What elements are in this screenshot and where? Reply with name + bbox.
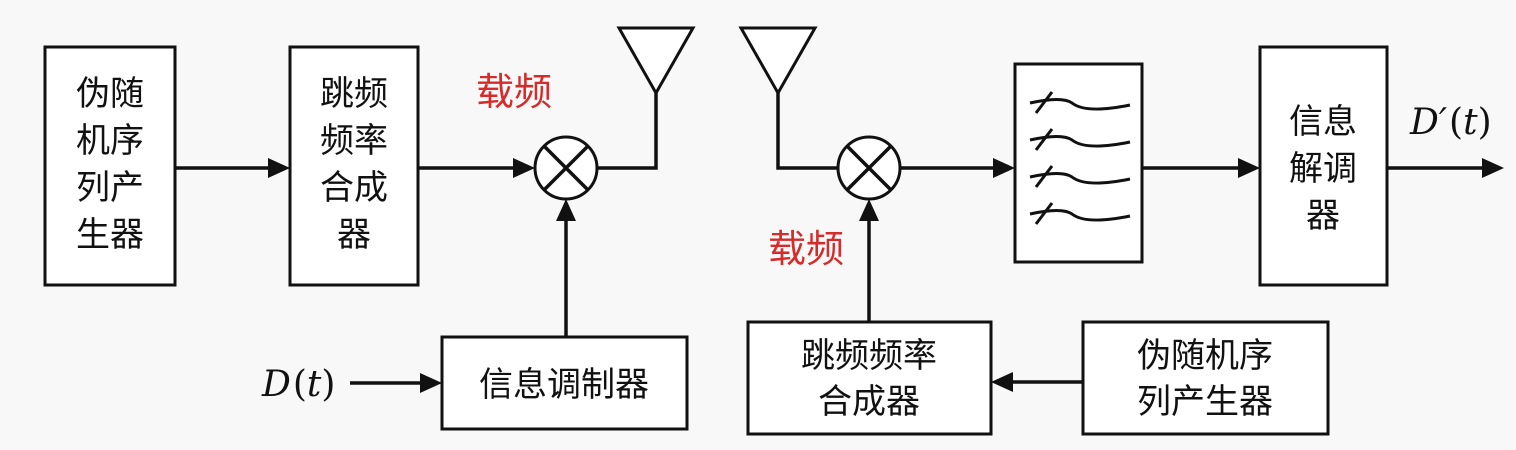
rx-antenna-to-mixer-wire	[776, 93, 838, 170]
tx-info-modulator-block: 信息调制器	[440, 335, 689, 431]
rx-synth-line-2: 合成器	[818, 382, 920, 422]
rx-demod-line-2: 解调	[1289, 149, 1357, 189]
tx-synth-line-4: 器	[337, 215, 371, 255]
tx-pn-line-2: 机序	[76, 121, 144, 161]
rx-arrow-pn-to-synth	[991, 372, 1083, 392]
rx-pn-generator-block: 伪随机序 列产生器	[1081, 320, 1330, 436]
rx-arrow-mixer-to-filter	[900, 158, 1015, 178]
tx-mixer-to-antenna-wire	[597, 93, 658, 170]
svg-text:D(t): D(t)	[261, 364, 335, 405]
rx-pn-line-2: 列产生器	[1137, 382, 1273, 422]
bandpass-filter-icon	[1029, 91, 1131, 114]
rx-arrow-output	[1387, 158, 1504, 178]
tx-pn-line-3: 列产	[76, 168, 144, 208]
tx-arrow-input-to-modulator	[350, 373, 442, 393]
rx-arrow-filter-to-demod	[1142, 158, 1260, 178]
rx-info-demodulator-block: 信息 解调 器	[1258, 45, 1389, 287]
rx-carrier-label: 载频	[768, 227, 844, 271]
rx-demod-line-1: 信息	[1289, 102, 1357, 142]
rx-pn-line-1: 伪随机序	[1137, 336, 1273, 376]
rx-mixer	[836, 135, 902, 201]
tx-input-signal: D(t)	[261, 364, 335, 405]
tx-pn-generator-block: 伪随 机序 列产 生器	[43, 45, 177, 287]
bandpass-filter-icon	[1029, 165, 1131, 188]
tx-synth-line-3: 合成	[320, 168, 388, 208]
rx-hop-synth-block: 跳频频率 合成器	[746, 320, 993, 436]
tx-pn-line-4: 生器	[76, 215, 144, 255]
bandpass-filter-icon	[1029, 128, 1131, 151]
tx-arrow-modulator-to-mixer	[556, 199, 576, 337]
tx-hop-synth-block: 跳频 频率 合成 器	[288, 45, 420, 287]
rx-demod-line-3: 器	[1306, 196, 1340, 236]
tx-mixer	[533, 135, 599, 201]
tx-arrow-synth-to-mixer	[418, 158, 535, 178]
bandpass-filter-icon	[1029, 202, 1131, 225]
tx-modulator-label: 信息调制器	[479, 365, 649, 405]
tx-antenna-icon	[616, 26, 696, 97]
rx-filter-bank-block	[1013, 62, 1144, 264]
rx-arrow-synth-to-mixer	[859, 199, 879, 322]
svg-text:D′(t): D′(t)	[1409, 102, 1492, 143]
rx-output-signal: D′(t)	[1409, 102, 1492, 143]
rx-antenna-icon	[738, 26, 818, 97]
tx-synth-line-2: 频率	[320, 121, 388, 161]
rx-synth-line-1: 跳频频率	[801, 336, 937, 376]
tx-synth-line-1: 跳频	[320, 74, 388, 114]
tx-pn-line-1: 伪随	[76, 74, 144, 114]
tx-carrier-label: 载频	[476, 70, 552, 114]
tx-arrow-pn-to-synth	[175, 158, 290, 178]
